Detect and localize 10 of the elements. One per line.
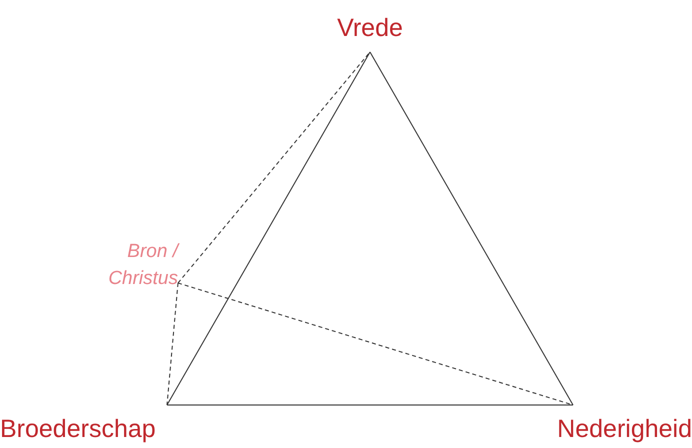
line	[166, 52, 370, 406]
vertex-label: Nederigheid	[557, 414, 692, 444]
line	[166, 404, 574, 406]
vertex-label: Broederschap	[0, 414, 156, 444]
dashed-line	[166, 282, 178, 406]
vertex-label: Vrede	[337, 13, 403, 44]
line	[370, 52, 574, 406]
dashed-line	[178, 282, 574, 406]
dashed-line	[178, 52, 370, 284]
vertex-label: Bron / Christus	[107, 240, 178, 291]
